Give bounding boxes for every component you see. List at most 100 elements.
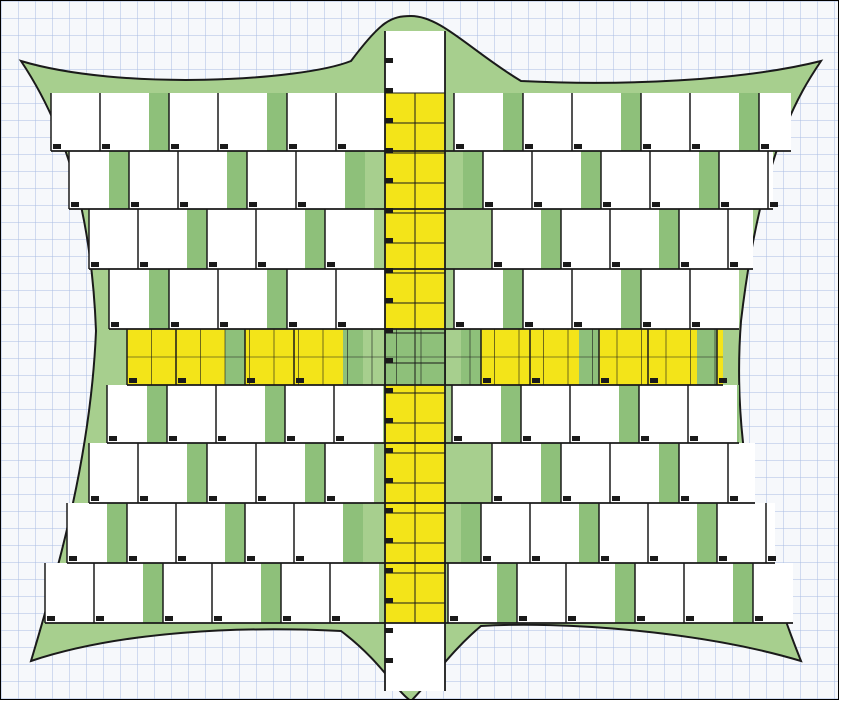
white-tile [641,269,690,329]
corner-mark [247,556,255,561]
white-tile [688,385,737,443]
white-tile [635,563,684,623]
corner-mark [69,556,77,561]
corner-mark [456,322,464,327]
white-tile [385,623,445,691]
green-strip [143,563,163,623]
white-tile [483,151,532,209]
green-strip [267,269,287,329]
white-tile [766,503,775,563]
corner-mark [385,628,393,633]
corner-mark [385,388,393,393]
green-strip [541,443,561,503]
corner-mark [53,144,61,149]
green-strip [621,269,641,329]
green-strip [261,563,281,623]
white-tile [247,151,296,209]
white-tile [334,385,383,443]
corner-mark [129,378,137,383]
green-strip [497,563,517,623]
corner-mark [385,358,393,363]
white-tile [523,269,572,329]
white-tile [641,93,690,151]
corner-mark [768,556,776,561]
corner-mark [283,616,291,621]
white-tile [599,503,648,563]
corner-mark [258,262,266,267]
corner-mark [563,262,571,267]
green-strip [107,503,127,563]
white-tile [285,385,334,443]
white-tile [45,563,94,623]
green-strip [739,93,759,151]
white-tile [218,269,267,329]
white-tile [690,269,739,329]
corner-mark [525,322,533,327]
white-tile [89,209,138,269]
corner-mark [456,144,464,149]
corner-mark [483,378,491,383]
white-tile [281,563,330,623]
white-tile [207,209,256,269]
white-tile [610,209,659,269]
corner-mark [258,496,266,501]
corner-mark [483,556,491,561]
green-strip [305,209,325,269]
white-tile [601,151,650,209]
corner-mark [180,202,188,207]
white-tile [167,385,216,443]
white-tile [287,93,336,151]
corner-mark [91,496,99,501]
green-strip [581,151,601,209]
green-strip [503,269,523,329]
corner-mark [129,556,137,561]
corner-mark [385,178,393,183]
white-tile [454,269,503,329]
green-strip [621,93,641,151]
white-tile [178,151,227,209]
corner-mark [485,202,493,207]
white-tile [759,93,791,151]
corner-mark [454,436,462,441]
corner-mark [109,436,117,441]
corner-mark [572,436,580,441]
corner-mark [719,378,727,383]
green-strip [737,385,739,443]
green-strip [501,385,521,443]
corner-mark [298,202,306,207]
corner-mark [612,496,620,501]
corner-mark [612,262,620,267]
corner-mark [652,202,660,207]
white-tile [753,563,793,623]
white-tile [169,269,218,329]
corner-mark [385,658,393,663]
green-strip [187,443,207,503]
white-tile [639,385,688,443]
corner-mark [47,616,55,621]
corner-mark [178,378,186,383]
white-tile [67,503,107,563]
white-tile [287,269,336,329]
corner-mark [643,144,651,149]
white-tile [648,503,697,563]
corner-mark [91,262,99,267]
green-strip [659,443,679,503]
corner-mark [450,616,458,621]
corner-mark [563,496,571,501]
white-tile [127,503,176,563]
corner-mark [385,448,393,453]
corner-mark [385,208,393,213]
corner-mark [692,322,700,327]
corner-mark [220,144,228,149]
white-tile [109,269,149,329]
corner-mark [603,202,611,207]
corner-mark [111,322,119,327]
green-strip [461,503,481,563]
green-strip [343,503,363,563]
corner-mark [296,556,304,561]
white-tile [256,443,305,503]
corner-mark [770,202,778,207]
green-strip [619,385,639,443]
corner-mark [385,538,393,543]
